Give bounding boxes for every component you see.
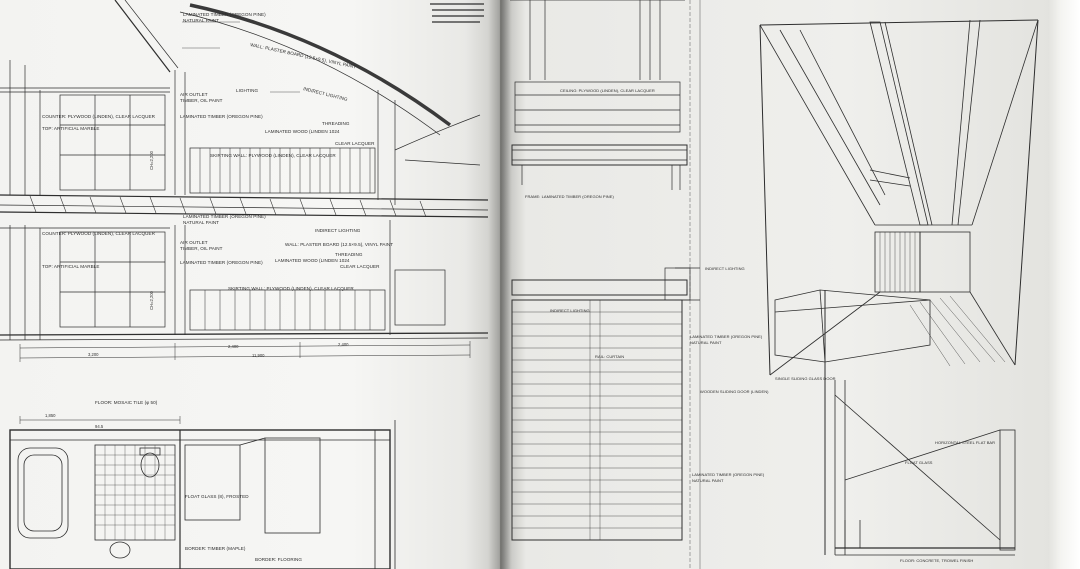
label-threading: THREADING [322,121,350,126]
right-left-column-labels: CEILING: PLYWOOD (LINDEN), CLEAR LACQUER… [525,88,655,359]
label-laminated-timber: LAMINATED TIMBER (OREGON PINE) [183,12,266,17]
label-laminated-wood-m: LAMINATED WOOD (LINDEN 1024 [275,258,350,263]
plan-labels: FLOOR: MOSAIC TILE (φ 50) FLOAT GLASS (8… [45,400,302,562]
label-indirect-lighting-r: INDIRECT LIGHTING [550,308,590,313]
label-timber-oil-paint-m: TIMBER, OIL PAINT [180,246,223,251]
book-gutter-shadow [488,0,512,569]
label-clear-lacquer-m: CLEAR LACQUER [340,264,380,269]
label-skirting-m: SKIRTING WALL: PLYWOOD (LINDEN), CLEAR L… [228,286,354,291]
label-laminated-wood: LAMINATED WOOD (LINDEN 1024 [265,129,340,134]
label-counter: COUNTER: PLYWOOD (LINDEN), CLEAR LACQUER [42,114,156,119]
label-rail-curtain: RAIL: CURTAIN [595,354,624,359]
floor-plan-drawing [9,416,396,569]
dimension-left: 3,200 [88,352,99,357]
label-border-flooring: BORDER: FLOORING [255,557,302,562]
label-laminated-timber-p: LAMINATED TIMBER (OREGON PINE) [690,334,763,339]
label-natural-paint-p: NATURAL PAINT [690,340,722,345]
label-float-glass: FLOAT GLASS (8), FROSTED [185,494,249,499]
ceiling-detail-drawing [510,0,691,569]
label-floor-mosaic: FLOOR: MOSAIC TILE (φ 50) [95,400,158,405]
ceiling-height-middle: CH=2,200 [149,290,154,310]
label-wooden-sliding-door: WOODEN SLIDING DOOR (LINDEN) [700,389,769,394]
section-dimensions: 3,200 2,400 11,900 2,400 CH=2,200 CH=2,2… [88,150,349,358]
label-indirect-lighting-m: INDIRECT LIGHTING [315,228,361,233]
label-air-outlet: AIR OUTLET [180,92,208,97]
right-page: CEILING: PLYWOOD (LINDEN), CLEAR LACQUER… [500,0,1080,569]
left-page: LAMINATED TIMBER (OREGON PINE) NATURAL P… [0,0,500,569]
label-single-sliding-glass: SINGLE SLIDING GLASS DOOR [775,376,836,381]
label-laminated-timber-p2: LAMINATED TIMBER (OREGON PINE) [692,472,765,477]
label-top-marble-m: TOP: ARTIFICIAL MARBLE [42,264,99,269]
label-clear-lacquer: CLEAR LACQUER [335,141,375,146]
label-ceiling-plywood: CEILING: PLYWOOD (LINDEN), CLEAR LACQUER [560,88,655,93]
label-air-outlet-m: AIR OUTLET [180,240,208,245]
upper-section-drawing [0,0,489,218]
label-laminated-timber-m: LAMINATED TIMBER (OREGON PINE) [183,214,266,219]
perspective-drawing [675,0,1039,569]
label-laminated-timber-2: LAMINATED TIMBER (OREGON PINE) [180,114,263,119]
upper-section-labels: LAMINATED TIMBER (OREGON PINE) NATURAL P… [42,12,375,158]
label-lighting: LIGHTING [236,88,258,93]
plan-dimension-width: 1,850 [45,413,56,418]
plan-dimension-small: 94.5 [95,424,104,429]
left-page-drawing: LAMINATED TIMBER (OREGON PINE) NATURAL P… [0,0,489,569]
dimension-right: 2,400 [338,342,349,347]
label-timber-oil-paint: TIMBER, OIL PAINT [180,98,223,103]
label-floor-concrete: FLOOR: CONCRETE, TROWEL FINISH [900,558,973,563]
label-indirect-lighting-p: INDIRECT LIGHTING [705,266,745,271]
label-natural-paint-p2: NATURAL PAINT [692,478,724,483]
label-wall-plaster-m: WALL: PLASTER BOARD (12.5×9.5), VINYL PA… [285,242,393,247]
label-frame-timber: FRAME: LAMINATED TIMBER (OREGON PINE) [525,194,614,199]
label-skirting: SKIRTING WALL: PLYWOOD (LINDEN), CLEAR L… [210,153,336,158]
label-natural-paint-m: NATURAL PAINT [183,220,219,225]
ceiling-height-upper: CH=2,200 [149,150,154,170]
label-counter-m: COUNTER: PLYWOOD (LINDEN), CLEAR LACQUER [42,231,156,236]
right-right-column-labels: INDIRECT LIGHTING LAMINATED TIMBER (OREG… [690,266,995,563]
label-laminated-timber-m2: LAMINATED TIMBER (OREGON PINE) [180,260,263,265]
label-threading-m: THREADING [335,252,363,257]
middle-section-drawing [0,220,489,362]
right-page-drawing: CEILING: PLYWOOD (LINDEN), CLEAR LACQUER… [510,0,1039,569]
label-indirect-lighting: INDIRECT LIGHTING [303,86,349,102]
label-top-marble: TOP: ARTIFICIAL MARBLE [42,126,99,131]
middle-section-labels: LAMINATED TIMBER (OREGON PINE) NATURAL P… [42,214,393,291]
dimension-center: 2,400 [228,344,239,349]
label-natural-paint: NATURAL PAINT [183,18,219,23]
japanese-text-block [430,3,484,23]
dimension-total: 11,900 [252,353,265,358]
label-horizontal-steel: HORIZONTAL STEEL FLAT BAR [935,440,995,445]
label-float-glass-p: FLOAT GLASS [905,460,933,465]
page-edge [1048,0,1080,569]
label-border-timber: BORDER: TIMBER (MAPLE) [185,546,246,551]
